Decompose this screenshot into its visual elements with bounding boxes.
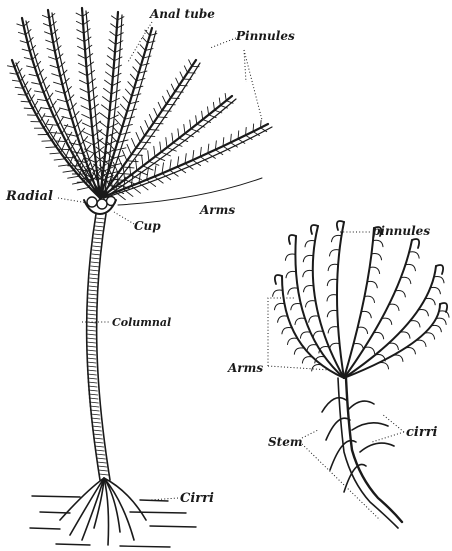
crinoid-cirri-b [322, 398, 394, 492]
crinoid-cup [84, 197, 116, 215]
label-pinnules-b: pinnules [372, 224, 430, 238]
label-pinnules-a: Pinnules [235, 29, 295, 43]
feather-star-illustration: pinnules Arms Stem cirri [227, 221, 449, 528]
leader-cirri-b [372, 414, 404, 442]
label-arms-a: Arms [199, 203, 235, 217]
stalked-crinoid-illustration: Anal tube Pinnules Radial Cup Arms Colum… [5, 7, 295, 547]
leader-cup [114, 212, 134, 224]
label-cup: Cup [134, 219, 161, 233]
leader-arms-b [268, 298, 330, 370]
leader-cirri [150, 498, 178, 500]
label-arms-b: Arms [227, 361, 263, 375]
label-radial: Radial [5, 189, 53, 204]
label-stem: Stem [268, 435, 303, 449]
crinoid-arms-a [7, 8, 272, 200]
crinoid-stem-columnals [87, 214, 110, 480]
sea-floor-sediment [30, 496, 196, 547]
crinoid-stem-b [338, 378, 402, 528]
label-anal-tube: Anal tube [149, 7, 215, 21]
label-cirri-b: cirri [406, 425, 438, 440]
label-cirri-a: Cirri [180, 491, 214, 506]
leader-stem [302, 430, 380, 520]
crinoid-arms-b [273, 221, 449, 378]
label-columnal: Columnal [112, 316, 171, 329]
